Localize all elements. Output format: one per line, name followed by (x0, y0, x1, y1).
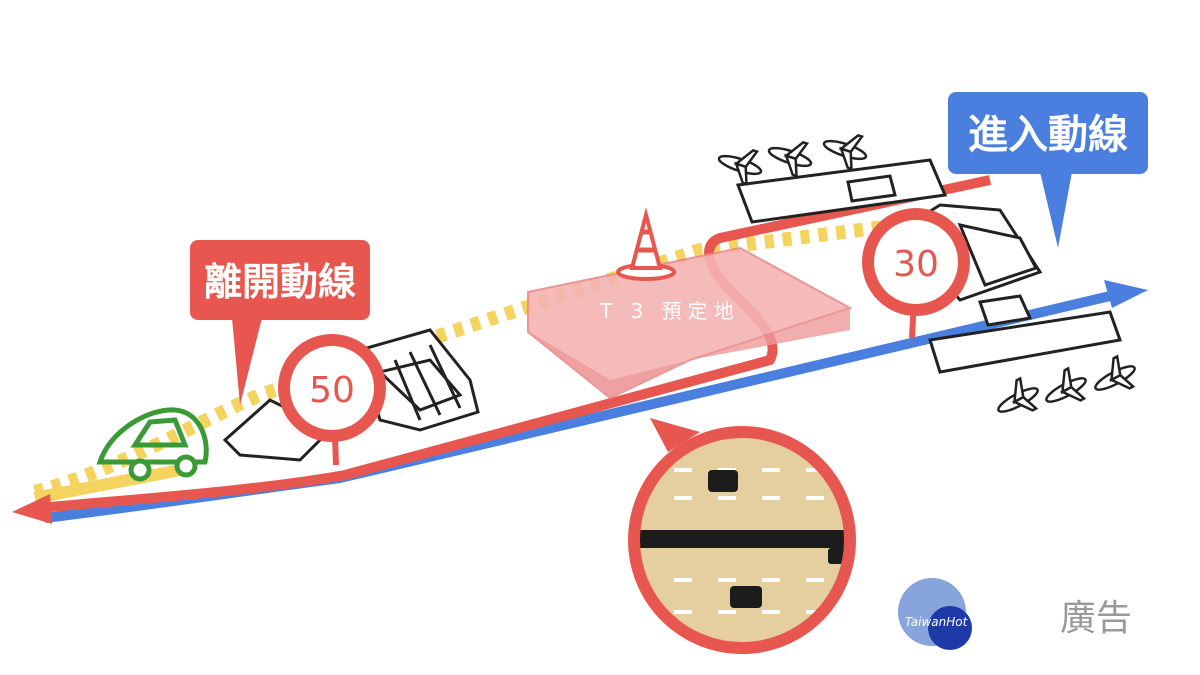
speed-limit-value: 30 (893, 244, 939, 285)
speed-sign-30: 30 (862, 208, 970, 339)
airplane-icon (997, 354, 1136, 413)
traffic-cone-icon (616, 207, 676, 281)
airplane-icon (717, 133, 868, 186)
building-icon (222, 328, 480, 462)
speed-sign-50: 50 (278, 334, 386, 466)
enter-route-label: 進入動線 (968, 112, 1128, 158)
t3-label: T 3 預定地 (599, 299, 740, 323)
advertisement-label: 廣告 (1060, 598, 1132, 639)
car-top-view-icon (708, 470, 738, 492)
car-top-view-icon (730, 586, 762, 608)
yellow-route (33, 213, 941, 504)
exit-route-callout: 離開動線 (190, 240, 370, 405)
logo-text: TaiwanHot (905, 615, 969, 629)
speed-limit-value: 50 (309, 370, 355, 411)
taiwanhot-logo: TaiwanHot (898, 578, 972, 650)
magnifier-icon (628, 418, 856, 654)
t3-planned-site: T 3 預定地 (527, 246, 853, 400)
red-arrowhead (12, 494, 52, 524)
exit-route-label: 離開動線 (204, 260, 356, 304)
car-icon (96, 407, 209, 482)
blue-arrowhead (1104, 280, 1148, 308)
car-top-view-icon (828, 548, 846, 564)
enter-route-callout: 進入動線 (948, 92, 1148, 248)
